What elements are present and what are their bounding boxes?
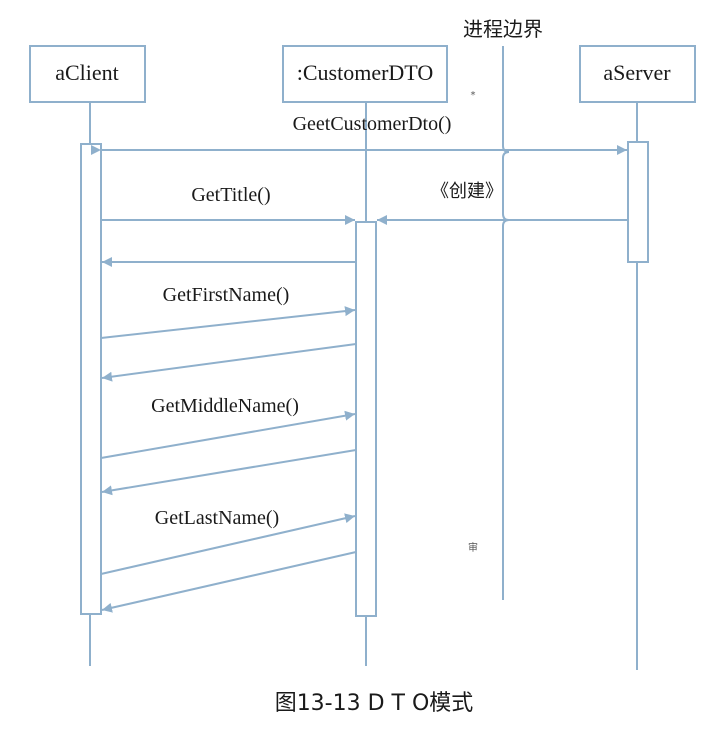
participant-dto-label: :CustomerDTO [297, 60, 433, 85]
process-boundary-label: 进程边界 [463, 17, 543, 41]
process-boundary-line [502, 46, 510, 600]
activation-client [80, 143, 102, 615]
message-get-last-name-arrow [100, 513, 356, 575]
small-glyph-mark: 审 [468, 541, 478, 554]
participant-dto: :CustomerDTO [282, 45, 448, 103]
message-get-middle-name-label: GetMiddleName() [151, 395, 299, 417]
message-get-middle-name-arrow [100, 410, 356, 459]
message-get-last-name-return [101, 551, 357, 613]
participant-server: aServer [579, 45, 696, 103]
asterisk-mark: * [471, 90, 476, 101]
message-get-first-name-arrow [100, 306, 356, 339]
participant-client-label: aClient [55, 60, 119, 85]
activation-server [627, 141, 649, 263]
figure-caption: 图13-13 D T O模式 [275, 691, 474, 716]
message-get-customer-dto-label: GeetCustomerDto() [293, 113, 452, 135]
activation-dto [355, 221, 377, 617]
message-get-first-name-return [101, 343, 357, 382]
participant-client: aClient [29, 45, 146, 103]
message-create-label: 《创建》 [431, 181, 503, 202]
message-get-first-name-label: GetFirstName() [163, 284, 290, 306]
message-get-middle-name-return [101, 449, 357, 496]
message-get-last-name-label: GetLastName() [155, 507, 279, 529]
message-get-title-label: GetTitle() [191, 184, 270, 206]
participant-server-label: aServer [603, 60, 671, 85]
